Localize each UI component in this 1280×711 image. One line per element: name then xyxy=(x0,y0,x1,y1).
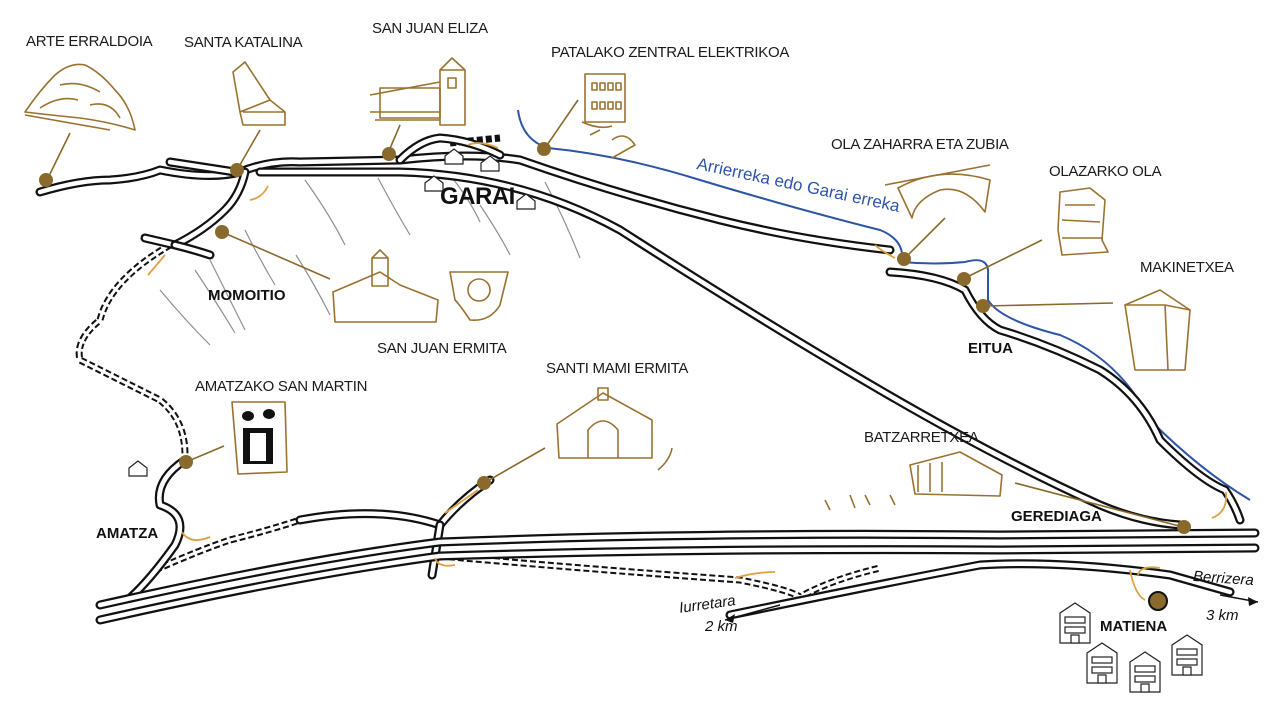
apartment-icon xyxy=(1059,602,1091,644)
label-olazarko-ola: OLAZARKO OLA xyxy=(1049,163,1162,180)
label-san-juan-ermita: SAN JUAN ERMITA xyxy=(377,340,507,357)
house-icon xyxy=(128,460,148,477)
poi-batzarretxea[interactable] xyxy=(1177,520,1191,534)
hermitage-arch-icon xyxy=(556,387,673,471)
poi-san-juan-eliza[interactable] xyxy=(382,147,396,161)
church-icon xyxy=(369,57,466,126)
town-eitua: EITUA xyxy=(968,340,1013,357)
apartment-icon xyxy=(1086,642,1118,684)
route-arrows xyxy=(147,142,1228,601)
house-icon xyxy=(480,155,500,172)
power-station-icon xyxy=(581,73,636,159)
label-makinetxea: MAKINETXEA xyxy=(1140,259,1234,276)
assembly-house-icon xyxy=(824,451,1003,511)
stone-wall-icon xyxy=(1057,187,1109,256)
capital-carving-icon xyxy=(449,271,509,322)
river-arrierreka xyxy=(517,109,1251,501)
label-arte-erraldoia: ARTE ERRALDOIA xyxy=(26,33,153,50)
label-santi-mami-ermita: SANTI MAMI ERMITA xyxy=(546,360,689,377)
leader-lines xyxy=(46,99,1184,528)
poi-santa-katalina[interactable] xyxy=(230,163,244,177)
direction-arrows xyxy=(724,594,1259,623)
tower-house-icon xyxy=(1124,289,1191,371)
label-santa-katalina: SANTA KATALINA xyxy=(184,34,303,51)
apartment-icon xyxy=(1171,634,1203,676)
poi-ola-zaharra[interactable] xyxy=(897,252,911,266)
village-houses xyxy=(128,148,536,477)
house-icon xyxy=(444,148,464,165)
label-san-juan-eliza: SAN JUAN ELIZA xyxy=(372,20,488,37)
poi-amatzako-san-martin[interactable] xyxy=(179,455,193,469)
apartment-icon xyxy=(1129,651,1161,693)
town-gerediaga: GEREDIAGA xyxy=(1011,508,1102,525)
poi-patalako-zentral[interactable] xyxy=(537,142,551,156)
town-amatza: AMATZA xyxy=(96,525,159,542)
town-matiena: MATIENA xyxy=(1100,618,1168,635)
poi-santi-mami-ermita[interactable] xyxy=(477,476,491,490)
matiena-buildings xyxy=(1059,602,1203,693)
poi-arte-erraldoia[interactable] xyxy=(39,173,53,187)
poi-matiena[interactable] xyxy=(1148,591,1168,611)
chapel-ruin-icon xyxy=(232,61,286,126)
roads xyxy=(35,133,1260,625)
direction-iurretara-distance: 2 km xyxy=(705,618,738,635)
hermitage-icon xyxy=(332,249,439,323)
house-icon xyxy=(516,193,536,210)
window-stone-icon xyxy=(231,401,288,475)
label-amatzako-san-martin: AMATZAKO SAN MARTIN xyxy=(195,378,368,395)
poi-olazarko-ola[interactable] xyxy=(957,272,971,286)
town-garai: GARAI xyxy=(440,183,515,210)
label-ola-zaharra: OLA ZAHARRA ETA ZUBIA xyxy=(831,136,1009,153)
label-patalako-zentral: PATALAKO ZENTRAL ELEKTRIKOA xyxy=(551,44,790,61)
house-icon xyxy=(424,175,444,192)
direction-berrizera-distance: 3 km xyxy=(1206,607,1239,624)
footpaths xyxy=(75,134,881,602)
poi-makinetxea[interactable] xyxy=(976,299,990,313)
giant-oak-tree-icon xyxy=(24,63,136,131)
poi-markers xyxy=(39,142,1191,611)
stone-bridge-icon xyxy=(884,164,991,219)
label-batzarretxea: BATZARRETXEA xyxy=(864,429,979,446)
poi-san-juan-ermita[interactable] xyxy=(215,225,229,239)
town-momoitio: MOMOITIO xyxy=(208,287,286,304)
